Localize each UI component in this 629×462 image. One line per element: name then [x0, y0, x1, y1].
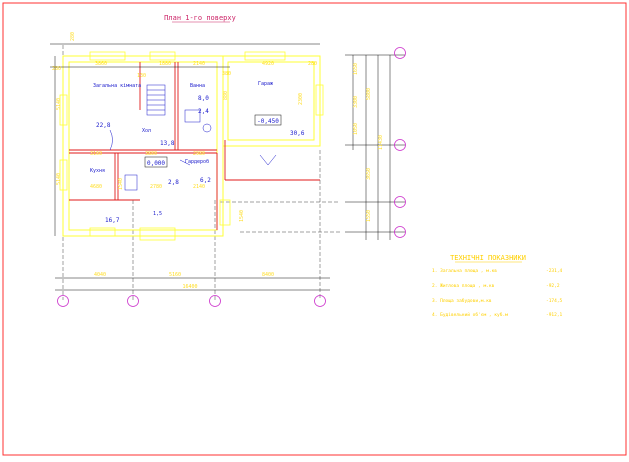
tech-row-value: -174,5: [546, 298, 563, 304]
bottom-dimension-group: 4040 5160 8400 16400: [55, 272, 330, 307]
level-garage-box: [254, 114, 282, 126]
dim-top-1: 280: [70, 32, 76, 41]
dim-top-8: 280: [308, 61, 317, 67]
interior-walls: [69, 62, 320, 230]
tech-row: 1. Загальна площа , м.кв -231,4: [432, 268, 563, 274]
room-bath: Ванна: [190, 83, 205, 89]
tech-row-label: 3. Площа забудови,м.кв: [432, 297, 492, 304]
room-living: Загальна кімната: [93, 83, 141, 89]
dim-bottom-total: 16400: [182, 284, 197, 290]
dim-top-5: 2140: [193, 61, 205, 67]
tech-row-label: 1. Загальна площа , м.кв: [432, 268, 497, 274]
dim-right-1: 1650: [353, 63, 359, 75]
dim-left-top: 280: [52, 66, 61, 72]
dim-left-1: 5140: [56, 98, 62, 110]
area-mark-1: 22,8: [96, 122, 111, 129]
top-dimension-group: 280 3860 130 1880 2140 380 4920 280: [50, 32, 320, 79]
dim-misc-1: 880: [223, 91, 229, 100]
exterior-walls: [62, 55, 321, 237]
dim-top-3: 130: [137, 73, 146, 79]
dim-bottom-2: 5160: [169, 272, 181, 278]
windows: [59, 51, 324, 241]
dim-mid-2: 3800: [145, 151, 157, 157]
axis-bubble-right-3: [394, 196, 406, 208]
dim-bottom-3: 8400: [262, 272, 274, 278]
area-mark-4: 30,6: [290, 130, 305, 137]
dim-top-2: 3860: [95, 61, 107, 67]
level-garage: -0,450: [257, 118, 279, 125]
dim-right-5: 1050: [353, 123, 359, 135]
dim-misc-2: 2300: [298, 93, 304, 105]
axis-bubble-bottom-3: [209, 295, 221, 307]
axis-bubble-bottom-4: [314, 295, 326, 307]
dim-misc-3: 1540: [239, 210, 245, 222]
room-hall: Хол: [142, 128, 151, 134]
area-mark-8: 16,7: [105, 217, 120, 224]
area-mark-5: 13,8: [160, 140, 175, 147]
sheet-frame: [2, 2, 627, 456]
left-dimension-group: 280 5140 5140: [52, 56, 62, 236]
tech-row: 4. Будівельний об'єм , куб.м -912,1: [432, 311, 563, 318]
dim-right-2: 3300: [353, 96, 359, 108]
dim-low-2: 2780: [150, 184, 162, 190]
dim-right-6: 3650: [366, 168, 372, 180]
area-mark-6: 6,2: [200, 177, 211, 184]
area-mark-3: 2,4: [198, 108, 209, 115]
tech-row-value: -912,1: [546, 312, 563, 318]
dim-top-6: 380: [222, 71, 231, 77]
dim-bottom-1: 4040: [94, 272, 106, 278]
tech-row-label: 2. Житлова площа , м.кв: [432, 283, 495, 289]
dim-right-7: 1550: [366, 210, 372, 222]
dim-right-3: 5800: [366, 88, 372, 100]
technical-indicators: ТЕХНІЧНІ ПОКАЗНИКИ 1. Загальна площа , м…: [432, 254, 563, 318]
axis-bubble-right-2: [394, 139, 406, 151]
room-kitchen: Кухня: [90, 168, 105, 174]
dim-top-4: 1880: [159, 61, 171, 67]
dim-top-7: 4920: [262, 61, 274, 67]
dim-low-1: 4680: [90, 184, 102, 190]
tech-row: 3. Площа забудови,м.кв -174,5: [432, 297, 563, 304]
dim-mid-1: 3160: [90, 151, 102, 157]
axis-bubble-right-4: [394, 226, 406, 238]
room-garage: Гараж: [258, 81, 273, 87]
tech-row: 2. Житлова площа , м.кв -92,2: [432, 283, 560, 289]
plan-title: План 1-го поверху: [164, 14, 236, 22]
area-mark-2: 8,0: [198, 95, 209, 102]
dim-right-4: 11430: [378, 135, 384, 150]
tech-row-value: -231,4: [546, 268, 563, 274]
room-wardrobe: Гардероб: [185, 158, 209, 165]
tech-row-value: -92,2: [546, 283, 560, 289]
dim-low-3: 2140: [193, 184, 205, 190]
area-mark-7: 2,8: [168, 179, 179, 186]
level-zero: 0,000: [147, 160, 165, 167]
dim-mid-3: 2980: [193, 151, 205, 157]
tech-title: ТЕХНІЧНІ ПОКАЗНИКИ: [450, 254, 526, 262]
area-mark-9: 1,5: [153, 211, 162, 217]
tech-row-label: 4. Будівельний об'єм , куб.м: [432, 311, 508, 318]
axis-bubble-right-1: [394, 47, 406, 59]
dim-left-2: 5140: [56, 173, 62, 185]
axis-bubble-bottom-2: [127, 295, 139, 307]
level-zero-box: [144, 156, 168, 168]
fixtures: [109, 109, 277, 191]
stairs: [146, 84, 166, 116]
right-dimension-group: 1650 3300 5800 11430 1050 3650 1550: [345, 47, 406, 240]
dim-misc-4: 1540: [118, 178, 124, 190]
axis-bubble-bottom-1: [57, 295, 69, 307]
